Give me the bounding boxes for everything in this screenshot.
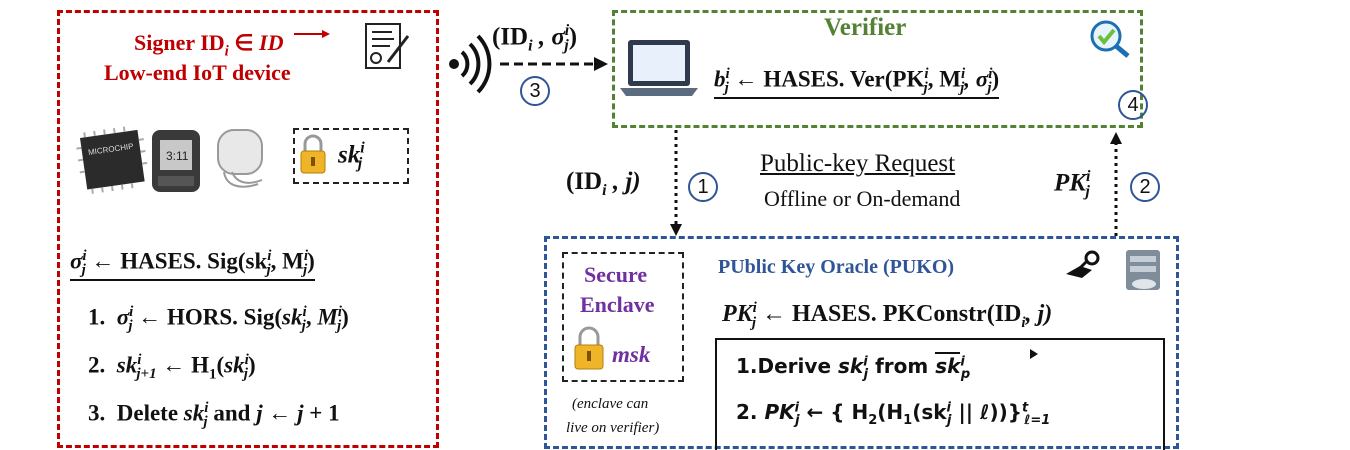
signer-step-1: 1. σij ← HORS. Sig(skij, Mij) — [88, 304, 349, 335]
master-secret-key: msk — [612, 342, 651, 367]
step-1-badge: 1 — [688, 172, 718, 202]
puko-step-2: 2. PKij ← { H2(H1(skij || ℓ))}tℓ=1 — [736, 400, 1051, 428]
svg-text:3:11: 3:11 — [166, 149, 189, 163]
puko-formula: PKij ← HASES. PKConstr(IDi, j) — [722, 300, 1053, 331]
signer-subtitle: Low-end IoT device — [104, 60, 291, 85]
enclave-note-2: live on verifier) — [566, 420, 660, 436]
request-subtitle: Offline or On-demand — [764, 186, 961, 211]
signer-step-3: 3. Delete skij and j ← j + 1 — [88, 400, 340, 431]
verifier-box — [612, 10, 1143, 128]
secret-key-label: skij — [338, 140, 365, 173]
signer-title: Signer IDi ∈ ID — [134, 30, 284, 60]
signer-step-2: 2. skij+1 ← H1(skij) — [88, 352, 256, 383]
verifier-formula: bij ← HASES. Ver(PKij, Mij, σij) — [714, 66, 1000, 100]
public-key-response-label: PKij — [1054, 168, 1091, 201]
enclave-note-1: (enclave can — [572, 396, 649, 412]
puko-title: PUblic Key Oracle (PUKO) — [718, 256, 955, 278]
enclave-title-1: Secure — [584, 262, 648, 287]
step-2-badge: 2 — [1130, 172, 1160, 202]
enclave-title-2: Enclave — [580, 292, 655, 317]
puko-steps-box — [715, 338, 1165, 450]
step-3-badge: 3 — [520, 76, 550, 106]
secret-key-box — [293, 128, 409, 184]
request-label: (IDi , j) — [566, 168, 641, 199]
signer-box — [57, 10, 439, 448]
signature-message-label: (IDi , σij) — [492, 22, 578, 55]
step-4-badge: 4 — [1118, 90, 1148, 120]
puko-box — [544, 236, 1179, 449]
signer-sign-formula: σij ← HASES. Sig(skij, Mij) — [70, 248, 315, 282]
puko-step-1: 1.Derive skij from skip — [736, 352, 971, 382]
request-title: Public-key Request — [760, 150, 956, 177]
verifier-title: Verifier — [824, 14, 907, 41]
secure-enclave-box — [562, 252, 684, 382]
